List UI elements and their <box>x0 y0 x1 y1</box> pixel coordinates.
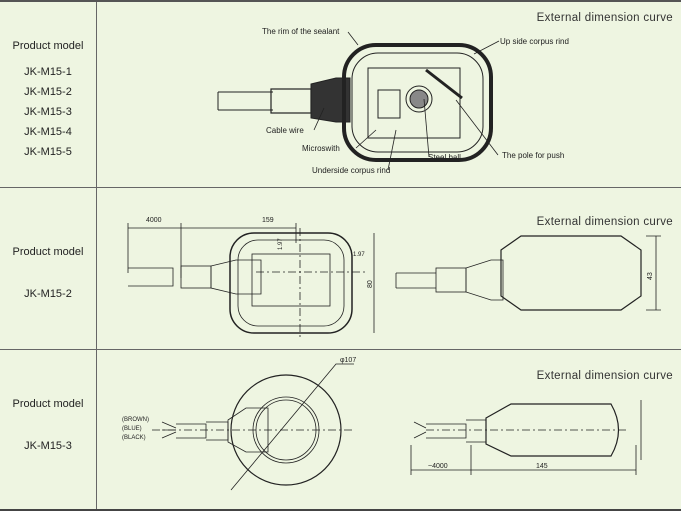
svg-text:43: 43 <box>647 272 654 280</box>
callout-micro: Microswith <box>302 144 340 153</box>
svg-text:1.97: 1.97 <box>278 238 284 250</box>
callout-ball: Steel ball <box>428 153 461 162</box>
svg-text:80: 80 <box>367 280 374 288</box>
wire-label: (BROWN) <box>122 417 149 423</box>
callout-underside: Underside corpus rind <box>312 166 390 175</box>
model-column: Product model JK-M15-2 <box>0 188 97 349</box>
svg-text:~4000: ~4000 <box>428 463 448 470</box>
wire-label: (BLUE) <box>122 426 142 432</box>
callout-rim: The rim of the sealant <box>262 27 340 36</box>
model-item: JK-M15-1 <box>24 66 72 78</box>
callout-cable: Cable wire <box>266 126 304 135</box>
cutaway-diagram: The rim of the sealant Up side corpus ri… <box>217 27 569 175</box>
model-item: JK-M15-3 <box>24 440 72 452</box>
model-item: JK-M15-5 <box>24 146 72 158</box>
svg-text:145: 145 <box>536 463 548 470</box>
svg-text:4000: 4000 <box>146 217 162 224</box>
svg-text:159: 159 <box>262 217 274 224</box>
section-3: Product model JK-M15-3 External dimensio… <box>0 350 681 509</box>
model-heading: Product model <box>12 40 84 52</box>
section-1: Product model JK-M15-1 JK-M15-2 JK-M15-3… <box>0 2 681 188</box>
svg-text:1.97: 1.97 <box>353 252 365 258</box>
model-heading: Product model <box>12 398 84 410</box>
model-item: JK-M15-4 <box>24 126 72 138</box>
callout-upside: Up side corpus rind <box>500 37 569 46</box>
model-column: Product model JK-M15-3 <box>0 350 97 509</box>
model-heading: Product model <box>12 246 84 258</box>
section-title: External dimension curve <box>536 370 673 382</box>
callout-pole: The pole for push <box>502 151 564 160</box>
dimension-drawing-m15-3: (BROWN) (BLUE) (BLACK) φ107 ~4000 145 <box>122 357 642 491</box>
model-column: Product model JK-M15-1 JK-M15-2 JK-M15-3… <box>0 2 97 187</box>
model-item: JK-M15-3 <box>24 106 72 118</box>
svg-text:φ107: φ107 <box>340 357 356 364</box>
section-title: External dimension curve <box>536 216 673 228</box>
wire-label: (BLACK) <box>122 435 146 441</box>
model-item: JK-M15-2 <box>24 86 72 98</box>
section-2: Product model JK-M15-2 External dimensio… <box>0 188 681 350</box>
dimension-drawing-m15-2: 4000 159 80 1.97 1.97 43 <box>127 217 661 338</box>
callout-line <box>347 31 359 46</box>
model-item: JK-M15-2 <box>24 288 72 300</box>
section-title: External dimension curve <box>536 12 673 24</box>
